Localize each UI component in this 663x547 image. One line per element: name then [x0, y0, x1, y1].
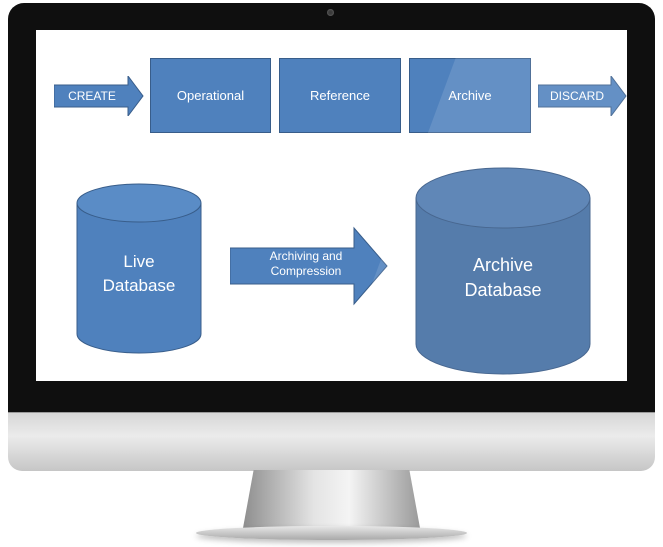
monitor-screen: CREATE Operational Reference Archive DIS… [36, 30, 627, 381]
monitor-stand-base [196, 526, 467, 540]
webcam-icon [327, 9, 334, 16]
archive-database-label: Archive Database [464, 255, 542, 300]
monitor-chin [8, 412, 655, 471]
live-database-cylinder [76, 183, 202, 354]
discard-arrow [538, 76, 627, 116]
live-database-label: Live Database [102, 252, 176, 295]
archiving-arrow [230, 226, 388, 306]
stage-reference: Reference [279, 58, 401, 133]
stage-operational: Operational [150, 58, 271, 133]
stage-archive: Archive [409, 58, 531, 133]
create-arrow [54, 76, 144, 116]
discard-label: DISCARD [549, 89, 604, 103]
archive-database-cylinder [415, 167, 591, 375]
monitor-stand-neck [243, 470, 420, 528]
archiving-label: Archiving and Compression [269, 249, 343, 278]
create-label: CREATE [68, 89, 116, 103]
